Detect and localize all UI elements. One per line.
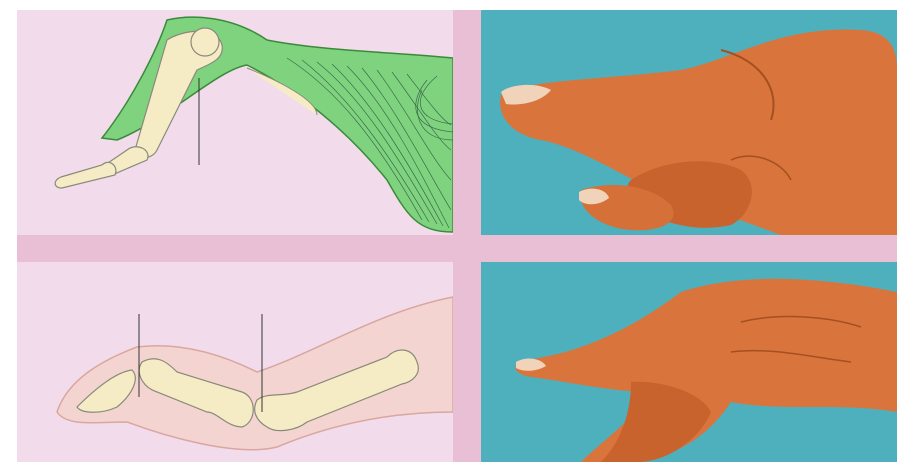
bone-illustration-panel [17,262,453,462]
finger-bone-illustration [17,262,453,462]
vertical-divider-band [453,10,481,462]
hand-photo [481,262,897,462]
tendon-illustration-panel [17,10,453,235]
finger-extensor-tendon-illustration [17,10,453,235]
hand-photo [481,10,897,235]
hand-photo-panel-bottom [481,262,897,462]
hand-photo-panel-top [481,10,897,235]
